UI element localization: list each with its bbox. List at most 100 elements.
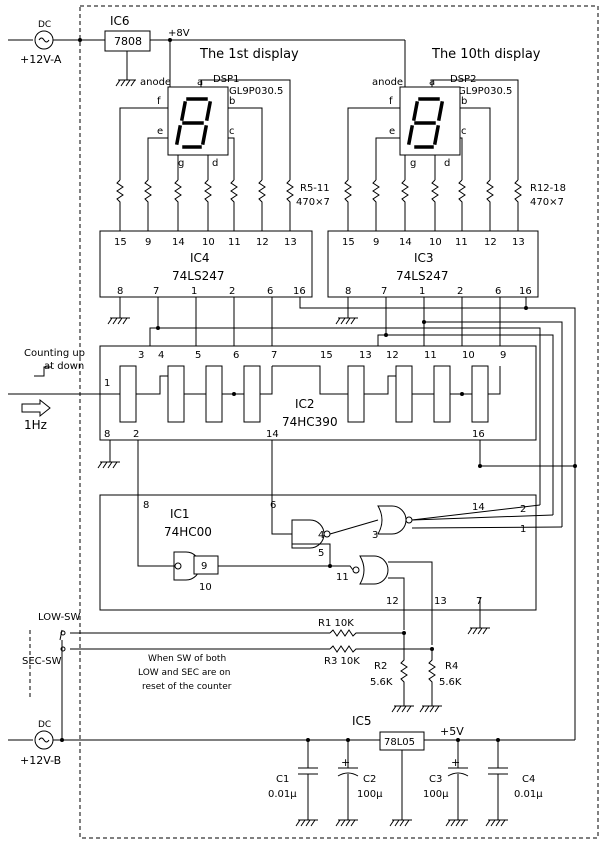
svg-text:C4: C4 — [522, 774, 535, 785]
svg-text:6: 6 — [270, 500, 276, 511]
svg-text:6: 6 — [267, 286, 273, 297]
svg-text:Counting up: Counting up — [24, 348, 85, 359]
svg-text:78L05: 78L05 — [384, 737, 415, 748]
svg-text:15: 15 — [320, 350, 333, 361]
svg-text:7: 7 — [271, 350, 277, 361]
svg-text:b: b — [461, 96, 467, 107]
label-8v: +8V — [168, 28, 190, 39]
svg-text:13: 13 — [284, 237, 297, 248]
svg-text:16: 16 — [519, 286, 532, 297]
svg-text:5: 5 — [318, 548, 324, 559]
svg-text:IC2: IC2 — [295, 397, 315, 411]
regulator-ic6: IC6 7808 +8V — [104, 14, 406, 87]
svg-text:9: 9 — [145, 237, 151, 248]
nand-ic1: IC1 74HC00 8 6 4 5 3 9 — [99, 440, 563, 645]
svg-text:5.6K: 5.6K — [370, 677, 393, 688]
svg-text:74LS247: 74LS247 — [396, 269, 448, 283]
svg-text:5: 5 — [195, 350, 201, 361]
svg-text:8: 8 — [345, 286, 351, 297]
svg-text:470×7: 470×7 — [296, 197, 330, 208]
svg-text:9: 9 — [201, 561, 207, 572]
bus-wiring — [149, 297, 576, 740]
svg-text:DC: DC — [38, 20, 51, 30]
svg-text:11: 11 — [424, 350, 437, 361]
svg-text:R12-18: R12-18 — [530, 183, 566, 194]
svg-text:a: a — [197, 77, 203, 88]
switch-network: LOW-SW SEC-SW R1 10K R3 10K When SW of b… — [22, 612, 462, 740]
svg-text:C2: C2 — [363, 774, 376, 785]
svg-text:12: 12 — [386, 350, 399, 361]
svg-text:C3: C3 — [429, 774, 442, 785]
svg-text:C1: C1 — [276, 774, 289, 785]
svg-text:2: 2 — [457, 286, 463, 297]
svg-text:1: 1 — [520, 524, 526, 535]
svg-text:d: d — [444, 158, 450, 169]
svg-text:R2: R2 — [374, 661, 387, 672]
svg-text:d: d — [212, 158, 218, 169]
svg-text:14: 14 — [472, 502, 485, 513]
svg-text:R1 10K: R1 10K — [318, 618, 354, 629]
svg-text:R4: R4 — [445, 661, 458, 672]
svg-text:13: 13 — [434, 596, 447, 607]
svg-text:8: 8 — [117, 286, 123, 297]
svg-text:c: c — [461, 126, 467, 137]
svg-text:f: f — [389, 96, 393, 107]
regulator-ic5: IC5 78L05 +5V + + C1 0.01μ C2 100μ C3 10… — [268, 714, 575, 827]
svg-text:2: 2 — [229, 286, 235, 297]
svg-text:R3 10K: R3 10K — [324, 656, 360, 667]
svg-text:14: 14 — [266, 429, 279, 440]
svg-text:15: 15 — [114, 237, 127, 248]
svg-text:SEC-SW: SEC-SW — [22, 656, 62, 667]
svg-text:14: 14 — [399, 237, 412, 248]
svg-text:4: 4 — [158, 350, 164, 361]
svg-text:11: 11 — [455, 237, 468, 248]
svg-text:3: 3 — [372, 530, 378, 541]
svg-text:f: f — [157, 96, 161, 107]
svg-text:R5-11: R5-11 — [300, 183, 330, 194]
svg-text:10: 10 — [462, 350, 475, 361]
svg-text:9: 9 — [373, 237, 379, 248]
svg-text:4: 4 — [318, 530, 324, 541]
svg-text:7: 7 — [153, 286, 159, 297]
svg-text:1: 1 — [104, 378, 110, 389]
svg-text:15: 15 — [342, 237, 355, 248]
tenth-display-title: The 10th display — [431, 47, 541, 62]
first-display-title: The 1st display — [199, 47, 299, 62]
svg-text:8: 8 — [104, 429, 110, 440]
display-dsp2: The 10th display DSP2 GL9P030.5 anode a … — [344, 47, 566, 231]
display-dsp1: The 1st display DSP1 GL9P030.5 anode a b… — [116, 47, 330, 231]
svg-text:100μ: 100μ — [423, 789, 449, 800]
svg-text:c: c — [229, 126, 235, 137]
svg-text:10: 10 — [202, 237, 215, 248]
decoder-ic4: IC4 74LS247 15 9 14 10 11 12 13 8 7 1 2 … — [99, 230, 313, 325]
svg-text:+: + — [341, 756, 350, 769]
svg-text:LOW-SW: LOW-SW — [38, 612, 81, 623]
svg-text:12: 12 — [386, 596, 399, 607]
svg-text:100μ: 100μ — [357, 789, 383, 800]
power-input-b: DC +12V-B — [8, 720, 380, 767]
svg-text:3: 3 — [138, 350, 144, 361]
svg-text:8: 8 — [143, 500, 149, 511]
svg-text:IC6: IC6 — [110, 14, 130, 28]
label-12v-b: +12V-B — [20, 754, 61, 767]
svg-text:1: 1 — [191, 286, 197, 297]
svg-text:13: 13 — [359, 350, 372, 361]
svg-text:16: 16 — [472, 429, 485, 440]
svg-text:16: 16 — [293, 286, 306, 297]
svg-text:74HC390: 74HC390 — [282, 415, 338, 429]
svg-text:9: 9 — [500, 350, 506, 361]
svg-text:13: 13 — [512, 237, 525, 248]
svg-text:5.6K: 5.6K — [439, 677, 462, 688]
svg-text:GL9P030.5: GL9P030.5 — [229, 86, 283, 97]
label-12v-a: +12V-A — [20, 53, 62, 66]
svg-text:reset of the counter: reset of the counter — [142, 682, 232, 692]
svg-text:470×7: 470×7 — [530, 197, 564, 208]
svg-text:at down: at down — [44, 361, 84, 372]
counter-ic2: IC2 74HC390 3 4 5 6 7 15 13 12 11 10 — [8, 345, 577, 469]
svg-text:b: b — [229, 96, 235, 107]
svg-text:LOW and SEC are on: LOW and SEC are on — [138, 668, 231, 678]
svg-text:12: 12 — [256, 237, 269, 248]
svg-text:6: 6 — [233, 350, 239, 361]
svg-text:g: g — [178, 158, 184, 169]
svg-text:anode: anode — [140, 77, 171, 88]
